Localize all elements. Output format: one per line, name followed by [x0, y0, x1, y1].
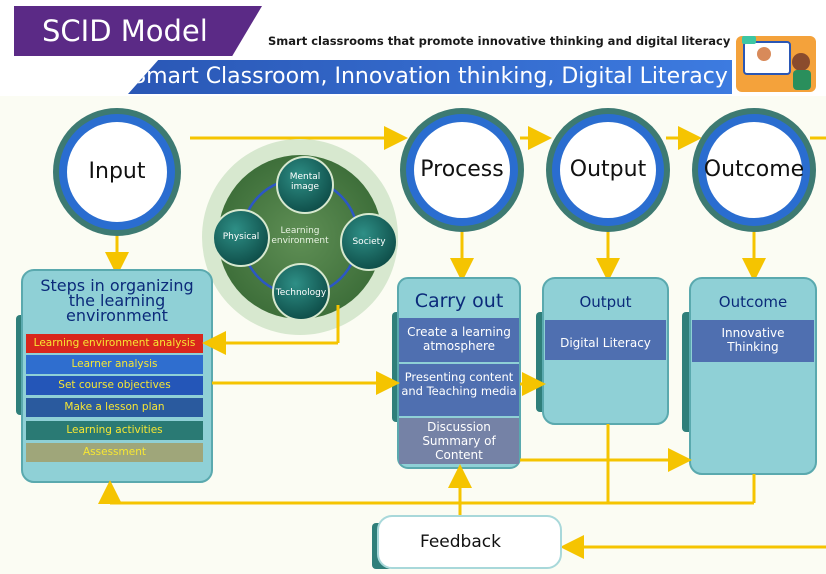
feedback-label: Feedback: [420, 532, 501, 552]
output-card: [536, 277, 669, 425]
page-tagline: Smart classrooms that promote innovative…: [268, 34, 731, 48]
subtitle-banner: Smart Classroom, Innovation thinking, Di…: [128, 60, 732, 94]
output-label: Output: [569, 157, 647, 182]
outcome-card-title: Outcome: [718, 293, 788, 311]
input-label: Input: [88, 159, 146, 184]
step-make-lesson-plan: Make a lesson plan: [64, 401, 165, 413]
env-center-label: Learning environment: [271, 226, 329, 246]
steps-card-title: Steps in organizing the learning environ…: [40, 276, 194, 325]
step-assessment: Assessment: [83, 446, 146, 458]
outcome-card: [682, 277, 817, 475]
output-circle: [546, 108, 670, 232]
page-title: SCID Model: [14, 6, 262, 56]
carry-out-title: Carry out: [414, 290, 504, 312]
env-technology-label: Technology: [275, 288, 327, 298]
feedback-box: [372, 515, 562, 569]
society-node: [340, 213, 398, 271]
output-card-title: Output: [579, 293, 632, 311]
steps-card: [16, 269, 213, 483]
physical-node: [212, 209, 270, 267]
env-mental-image-label: Mental image: [289, 172, 321, 192]
classroom-illustration: [736, 36, 816, 92]
outcome-label: Outcome: [703, 157, 805, 182]
output-card-item: Digital Literacy: [560, 336, 651, 350]
step-learner-analysis: Learner analysis: [71, 358, 158, 370]
outcome-circle: [692, 108, 816, 232]
carry-out-step-3: Discussion Summary of Content: [422, 420, 496, 462]
step-learning-activities: Learning activities: [66, 424, 163, 436]
outcome-card-item: Innovative Thinking: [721, 326, 785, 354]
env-society-label: Society: [352, 237, 386, 247]
process-circle: [400, 108, 524, 232]
down-arrows: [105, 232, 766, 282]
carry-out-step-1: Create a learning atmosphere: [407, 325, 511, 353]
process-label: Process: [420, 157, 504, 182]
carry-out-card: [392, 277, 521, 469]
mental-image-node: [276, 156, 334, 214]
step-learning-environment-analysis: Learning environment analysis: [33, 337, 196, 349]
learning-environment-diagram: [202, 139, 398, 335]
carry-out-step-2: Presenting content and Teaching media: [401, 370, 517, 398]
env-physical-label: Physical: [222, 232, 260, 242]
flow-arrows: [98, 305, 826, 559]
step-set-course-objectives: Set course objectives: [58, 379, 171, 391]
technology-node: [272, 263, 330, 321]
input-circle: [53, 108, 181, 236]
